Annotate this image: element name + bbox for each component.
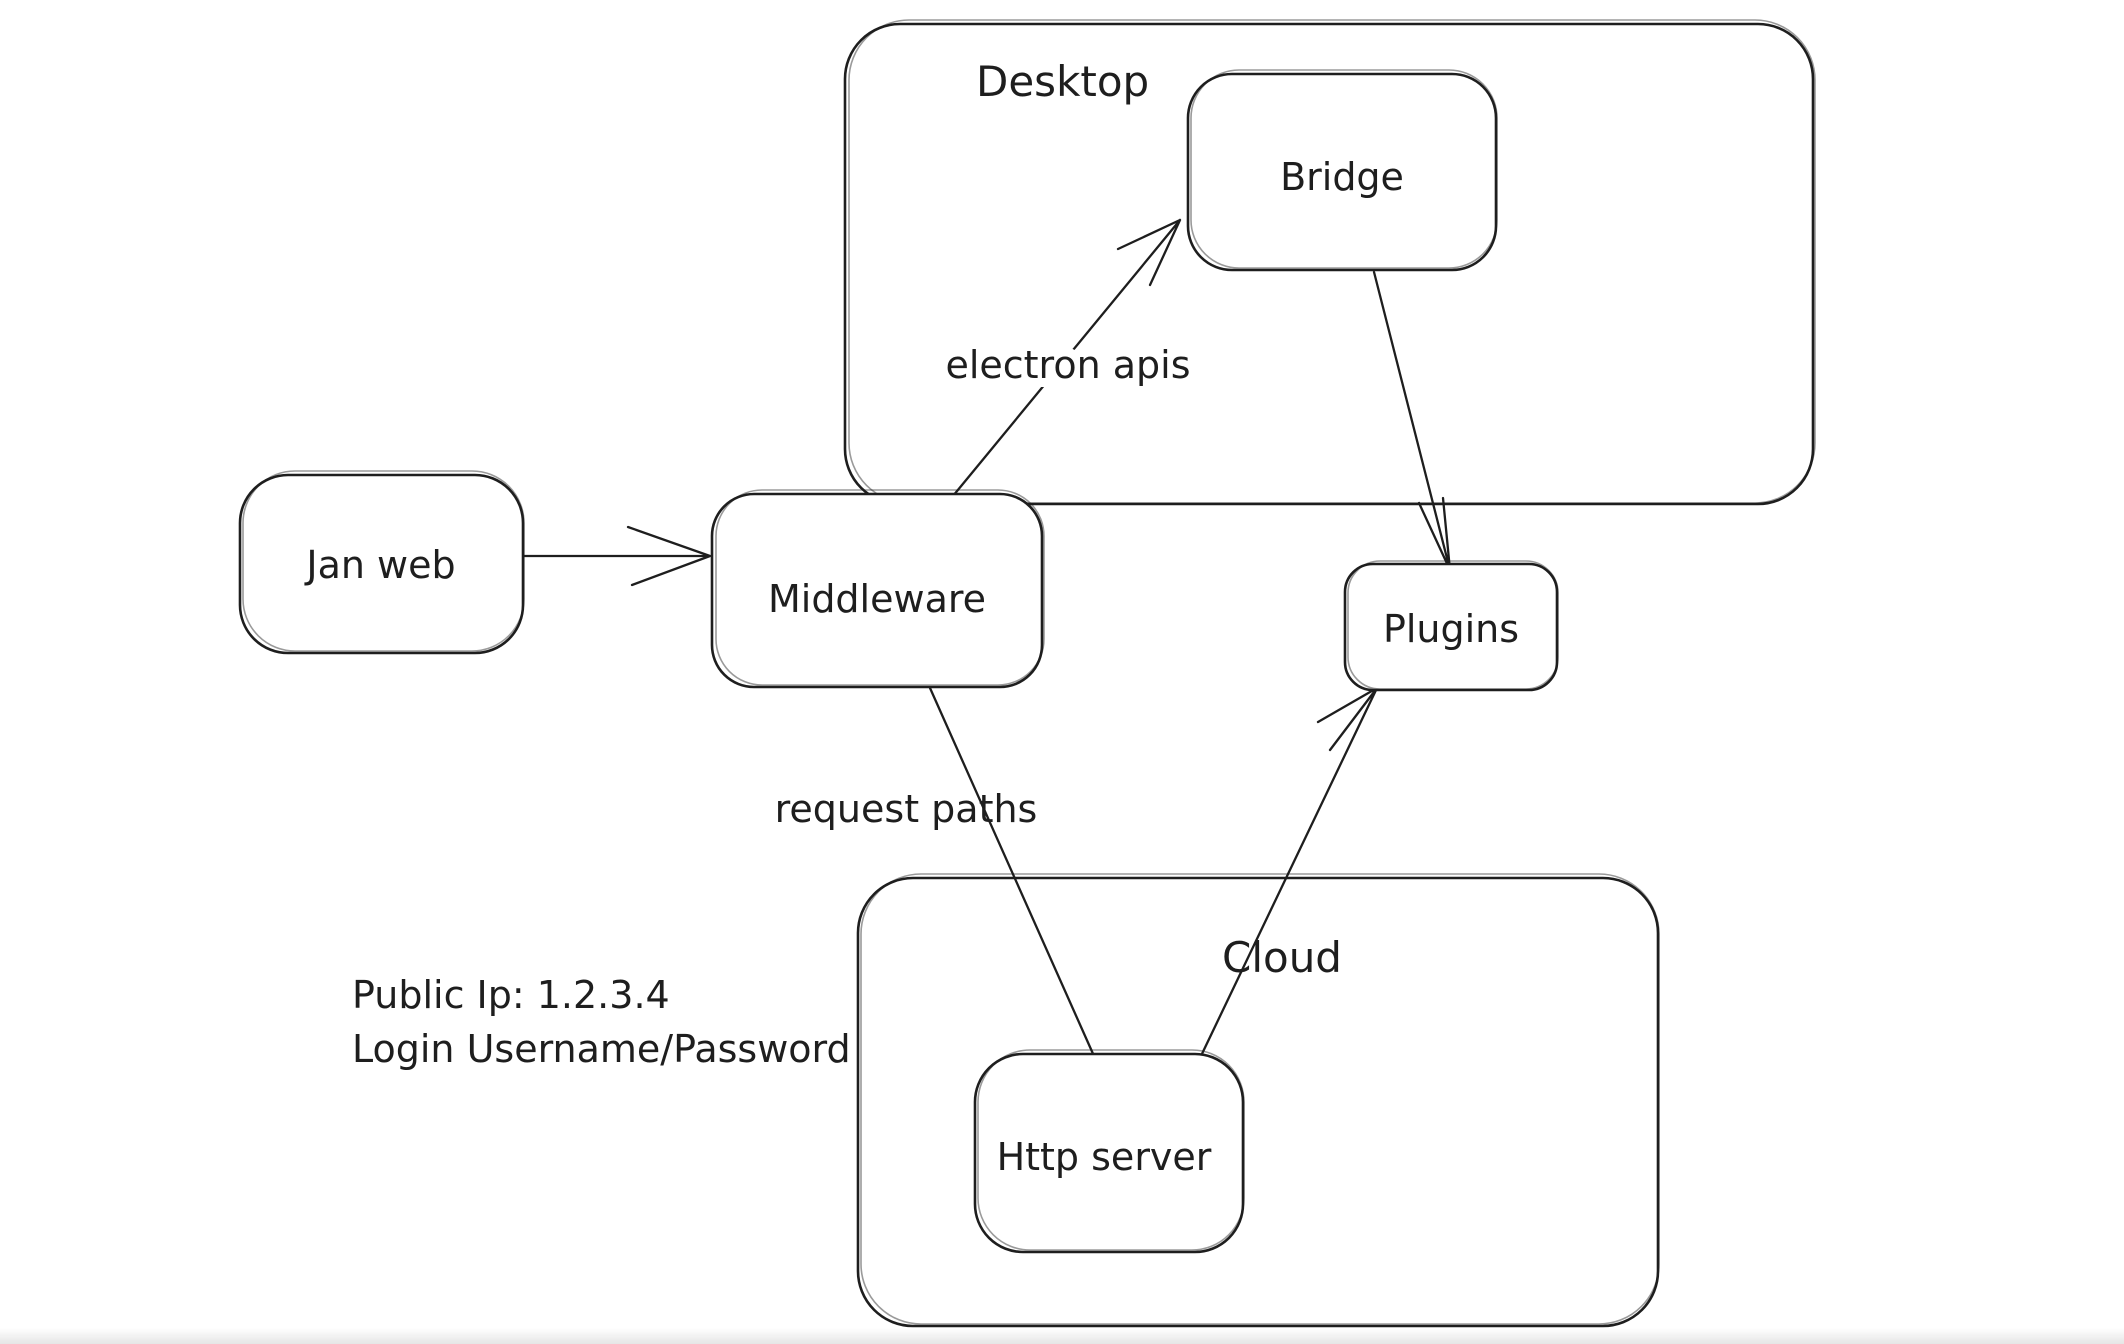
desktop-container[interactable]: Desktop [843,19,1816,506]
plugins-label: Plugins [1383,607,1519,651]
edge-middleware-to-http-server[interactable] [928,686,1096,1058]
public-ip-note-line-1: Public Ip: 1.2.3.4 [352,973,670,1017]
cloud-container-outline-sketch [860,873,1660,1325]
cloud-container-label: Cloud [1222,933,1342,982]
jan-web-label: Jan web [304,543,455,587]
edge-middleware-to-bridge[interactable] [946,218,1182,504]
middleware-box[interactable] [710,492,1044,689]
cloud-container[interactable] [856,873,1660,1328]
edge-jan-web-to-middleware[interactable] [521,525,712,587]
middleware-box-sketch [715,489,1045,686]
node-jan-web[interactable]: Jan web [238,470,525,655]
bridge-box[interactable] [1186,72,1498,272]
public-ip-note[interactable]: Public Ip: 1.2.3.4 Login Username/Passwo… [352,973,851,1071]
http-server-box[interactable] [973,1052,1245,1254]
desktop-container-outline[interactable] [843,22,1815,506]
desktop-container-label: Desktop [976,57,1149,106]
edge-http-server-to-plugins[interactable] [1198,686,1379,1060]
plugins-box-sketch [1347,560,1559,690]
jan-web-box-sketch [242,470,525,652]
node-http-server[interactable]: Http server [973,1049,1245,1254]
node-bridge[interactable]: Bridge [1186,69,1498,272]
edge-bridge-to-plugins[interactable] [1372,270,1452,572]
desktop-container-outline-sketch [848,19,1816,504]
http-server-label: Http server [997,1135,1212,1179]
bridge-label: Bridge [1280,155,1404,199]
public-ip-note-line-2: Login Username/Password [352,1027,851,1071]
middleware-label: Middleware [768,577,986,621]
cloud-container-outline[interactable] [856,876,1660,1328]
http-server-box-sketch [977,1049,1245,1251]
jan-web-box[interactable] [238,473,525,655]
edge-label-electron-apis: electron apis [945,343,1190,387]
plugins-box[interactable] [1343,562,1559,692]
edge-label-request-paths: request paths [775,787,1038,831]
node-plugins[interactable]: Plugins [1343,560,1559,692]
bridge-box-sketch [1190,69,1498,269]
node-middleware[interactable]: Middleware [710,489,1045,689]
